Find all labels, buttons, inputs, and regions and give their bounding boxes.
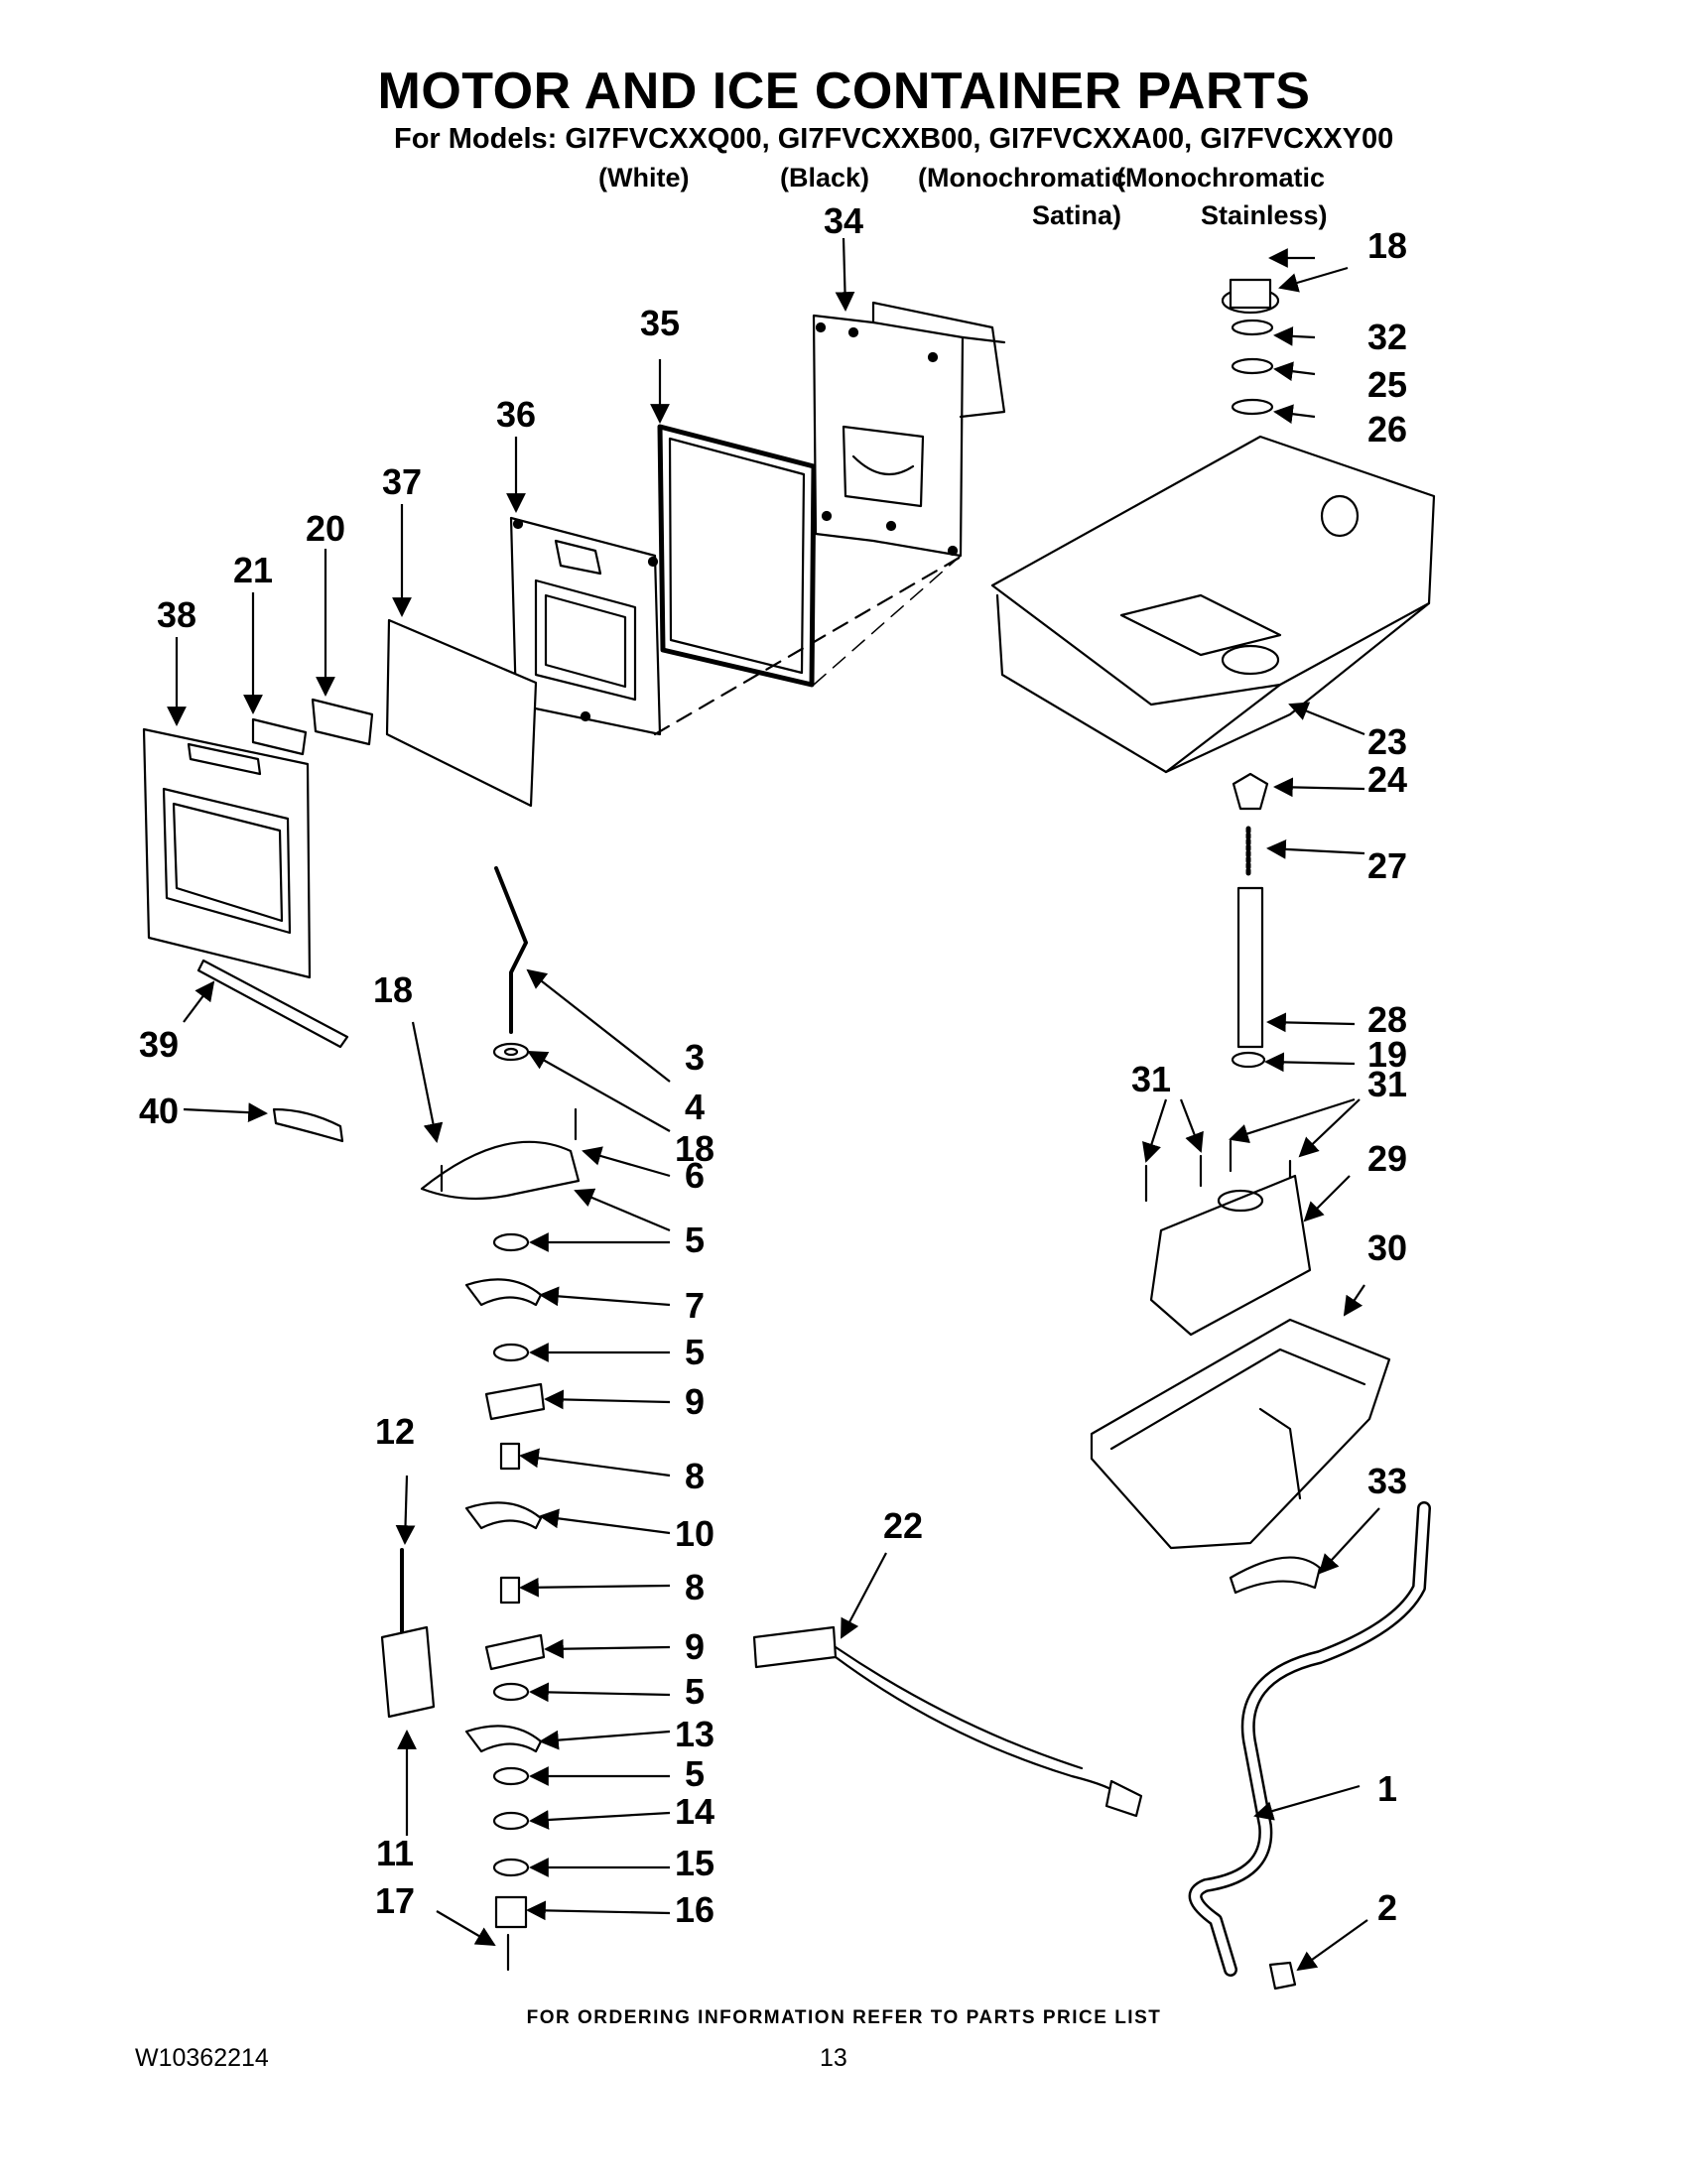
variant-black: (Black) xyxy=(780,163,870,193)
inner-door-panel xyxy=(509,516,662,736)
page-number: 13 xyxy=(820,2044,847,2072)
ice-container xyxy=(990,435,1436,774)
paddle xyxy=(251,717,308,756)
callout-9a: 9 xyxy=(685,1381,705,1422)
wire-harness xyxy=(752,1625,1143,1818)
door-gasket xyxy=(657,424,817,688)
callout-36: 36 xyxy=(496,394,536,435)
callout-31b: 31 xyxy=(1367,1064,1407,1104)
handle-insert xyxy=(311,698,374,746)
callout-19: 19 xyxy=(1367,1034,1407,1075)
callout-18c: 18 xyxy=(675,1128,714,1169)
callout-8b: 8 xyxy=(685,1567,705,1607)
ice-bin-housing xyxy=(812,301,1006,558)
variant-stainless-line1: (Monochromatic xyxy=(1116,163,1326,193)
callout-39: 39 xyxy=(139,1024,179,1065)
trim-strip xyxy=(196,959,349,1049)
callout-3: 3 xyxy=(685,1037,705,1078)
callout-12: 12 xyxy=(375,1411,415,1452)
callout-5d: 5 xyxy=(685,1753,705,1794)
callout-15: 15 xyxy=(675,1843,714,1883)
callout-7: 7 xyxy=(685,1285,705,1326)
callout-24: 24 xyxy=(1367,759,1407,800)
outer-door xyxy=(142,727,312,979)
callout-13: 13 xyxy=(675,1714,714,1754)
callout-26: 26 xyxy=(1367,409,1407,450)
callout-28: 28 xyxy=(1367,999,1407,1040)
callout-5c: 5 xyxy=(685,1671,705,1712)
variant-stainless-line2: Stainless) xyxy=(1201,200,1328,230)
page-title: MOTOR AND ICE CONTAINER PARTS xyxy=(377,63,1311,120)
models-line: For Models: GI7FVCXXQ00, GI7FVCXXB00, GI… xyxy=(394,123,1394,155)
callout-18b: 18 xyxy=(373,969,413,1010)
callout-37: 37 xyxy=(382,461,422,502)
callout-38: 38 xyxy=(157,594,196,635)
variant-satina-line2: Satina) xyxy=(1032,200,1122,230)
callout-21: 21 xyxy=(233,550,273,590)
mounting-plate xyxy=(420,1140,581,1201)
auger-rod xyxy=(494,866,528,1034)
callout-9b: 9 xyxy=(685,1626,705,1667)
callout-27: 27 xyxy=(1367,845,1407,886)
callout-14: 14 xyxy=(675,1791,714,1832)
bumper xyxy=(272,1107,344,1143)
drive-motor xyxy=(1149,1174,1312,1337)
callout-10: 10 xyxy=(675,1513,714,1554)
callout-16: 16 xyxy=(675,1889,714,1930)
callout-29: 29 xyxy=(1367,1138,1407,1179)
callout-5b: 5 xyxy=(685,1332,705,1372)
callout-20: 20 xyxy=(306,508,345,549)
callout-35: 35 xyxy=(640,303,680,343)
variant-satina-line1: (Monochromatic xyxy=(918,163,1127,193)
ordering-note: FOR ORDERING INFORMATION REFER TO PARTS … xyxy=(526,2007,1162,2028)
callout-23: 23 xyxy=(1367,721,1407,762)
callout-18a: 18 xyxy=(1367,225,1407,266)
callout-31a: 31 xyxy=(1131,1059,1171,1099)
callout-17: 17 xyxy=(375,1880,415,1921)
callout-33: 33 xyxy=(1367,1461,1407,1501)
callout-32: 32 xyxy=(1367,317,1407,357)
callout-labels: 34 35 36 37 20 21 38 18 32 25 26 23 24 2… xyxy=(139,200,1407,1930)
callout-4: 4 xyxy=(685,1087,705,1127)
callout-11: 11 xyxy=(376,1833,414,1873)
callout-34: 34 xyxy=(824,200,863,241)
motor-housing xyxy=(1090,1318,1391,1550)
callout-1: 1 xyxy=(1377,1768,1397,1809)
document-number: W10362214 xyxy=(135,2044,269,2072)
callout-2: 2 xyxy=(1377,1887,1397,1928)
callout-6: 6 xyxy=(685,1155,705,1196)
callout-40: 40 xyxy=(139,1091,179,1131)
callout-30: 30 xyxy=(1367,1227,1407,1268)
callout-8a: 8 xyxy=(685,1456,705,1496)
callout-25: 25 xyxy=(1367,364,1407,405)
callout-5a: 5 xyxy=(685,1220,705,1260)
callout-22: 22 xyxy=(883,1505,923,1546)
variant-white: (White) xyxy=(598,163,690,193)
insulation-panel xyxy=(385,618,538,808)
